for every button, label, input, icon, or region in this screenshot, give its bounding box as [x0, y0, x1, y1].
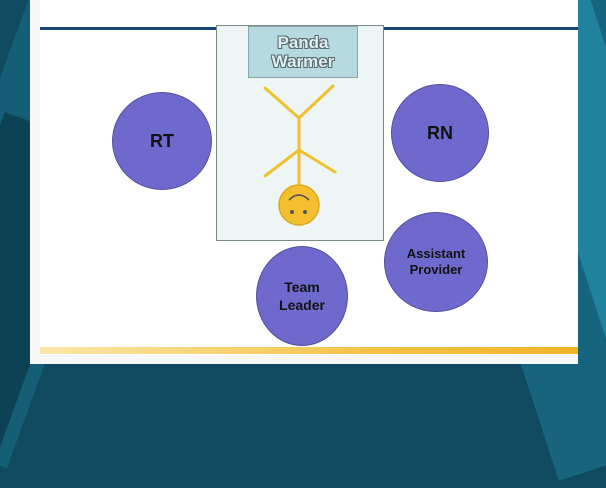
- figure-left-leg: [263, 86, 301, 120]
- role-circle-rt: RT: [112, 92, 212, 190]
- role-label-assistant: Assistant: [406, 246, 466, 261]
- face-mouth: [288, 194, 310, 201]
- role-circle-rn: RN: [391, 84, 489, 182]
- figure-head-face: [278, 184, 320, 226]
- panda-warmer-label: Panda Warmer: [248, 26, 358, 78]
- role-label-provider: Provider: [409, 262, 463, 277]
- figure-right-arm: [297, 148, 337, 174]
- infant-stick-figure: [263, 84, 337, 226]
- footer-rule: [40, 347, 578, 354]
- panda-warmer-box: Panda Warmer: [216, 25, 384, 241]
- face-eye-right: [303, 210, 307, 214]
- warmer-label-line2: Warmer: [271, 52, 335, 71]
- figure-right-leg: [297, 84, 335, 120]
- role-label-leader: Leader: [279, 297, 325, 313]
- role-circle-team-leader: Team Leader: [256, 246, 348, 346]
- slide-canvas: Panda Warmer RT: [40, 0, 578, 355]
- slide: Panda Warmer RT: [30, 0, 578, 364]
- role-label-team: Team: [284, 279, 320, 295]
- role-label-rn: RN: [427, 122, 453, 143]
- role-circle-assistant-provider: Assistant Provider: [384, 212, 488, 312]
- face-eye-left: [290, 210, 294, 214]
- warmer-label-line1: Panda: [277, 33, 329, 52]
- role-label-rt: RT: [150, 130, 174, 151]
- figure-left-arm: [263, 148, 301, 178]
